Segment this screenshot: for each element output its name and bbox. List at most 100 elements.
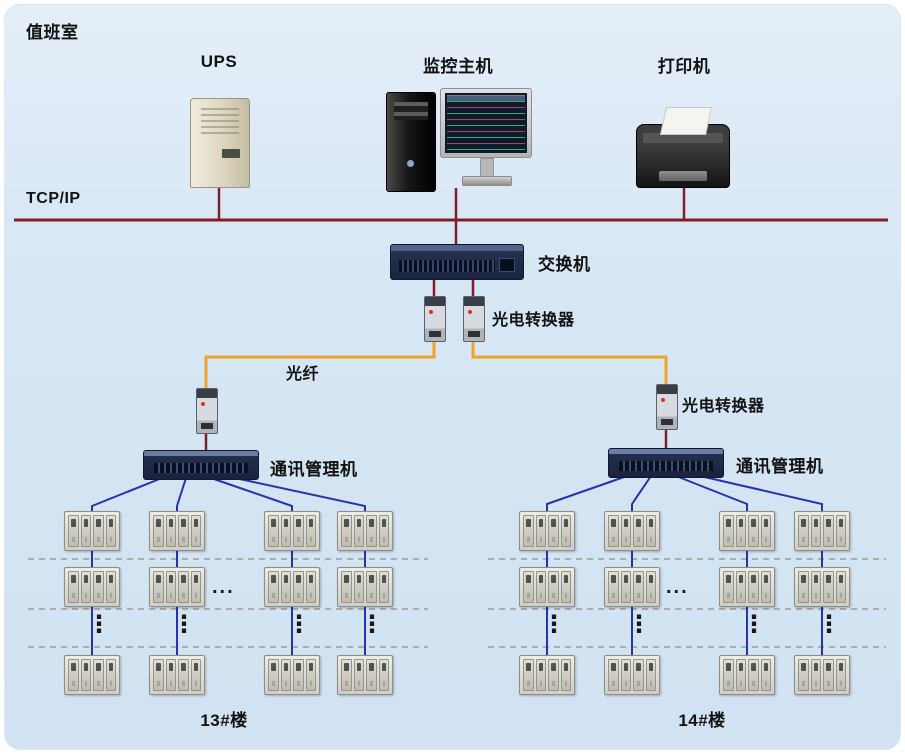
printer-paper [660, 107, 712, 135]
meter-module [105, 571, 116, 603]
meter-module [760, 659, 771, 691]
energy-meter [604, 567, 660, 607]
meter-column-ellipsis: ⋮ [627, 611, 651, 638]
meter-module [293, 571, 304, 603]
building-right-label: 14#楼 [678, 711, 726, 730]
energy-meter [264, 655, 320, 695]
meter-module [748, 571, 759, 603]
media-converter-icon [196, 388, 218, 434]
energy-meter [719, 567, 775, 607]
energy-meter [264, 511, 320, 551]
meter-module [798, 571, 809, 603]
dashed-floor-lines-right [488, 558, 886, 648]
meter-module [835, 571, 846, 603]
meter-module [735, 515, 746, 547]
meter-module [523, 659, 534, 691]
meter-module [93, 515, 104, 547]
meter-column-ellipsis: ⋮ [287, 611, 311, 638]
switch-device [390, 244, 524, 280]
dashed-floor-lines-left [28, 558, 428, 648]
meter-module [165, 659, 176, 691]
meter-module [723, 515, 734, 547]
comm-manager-device [143, 450, 259, 480]
meter-module [620, 515, 631, 547]
meter-module [810, 571, 821, 603]
meter-module [280, 571, 291, 603]
meter-module [305, 515, 316, 547]
meter-module [341, 515, 352, 547]
meter-module [620, 571, 631, 603]
meter-module [560, 571, 571, 603]
meter-module [80, 515, 91, 547]
meter-module [178, 515, 189, 547]
meter-column-ellipsis: ⋮ [817, 611, 841, 638]
meter-module [798, 659, 809, 691]
meter-module [823, 515, 834, 547]
meter-module [608, 659, 619, 691]
manager-right-label: 通讯管理机 [736, 457, 824, 476]
energy-meter [337, 655, 393, 695]
tcpip-label: TCP/IP [26, 190, 81, 207]
meter-module [835, 659, 846, 691]
meter-module [190, 571, 201, 603]
host-screen [445, 93, 527, 153]
meter-module [535, 515, 546, 547]
converter-pair-label: 光电转换器 [492, 312, 575, 329]
meter-module [305, 659, 316, 691]
device-stub-lines [204, 186, 686, 450]
meter-module [560, 659, 571, 691]
energy-meter [64, 655, 120, 695]
room-label: 值班室 [26, 23, 79, 42]
energy-meter [794, 655, 850, 695]
meter-module [378, 659, 389, 691]
printer-device [636, 107, 730, 188]
meter-module [633, 571, 644, 603]
meter-module [548, 515, 559, 547]
fiber-line-right [471, 340, 668, 384]
meter-module [353, 659, 364, 691]
meter-column-ellipsis: ⋮ [172, 611, 196, 638]
energy-meter [519, 567, 575, 607]
meter-module [735, 659, 746, 691]
meter-module [280, 659, 291, 691]
meter-module [535, 659, 546, 691]
meter-module [80, 571, 91, 603]
media-converter-icon [463, 296, 485, 342]
meter-module [190, 515, 201, 547]
switch-label: 交换机 [538, 255, 591, 274]
meter-module [548, 571, 559, 603]
host-label: 监控主机 [423, 57, 493, 76]
meter-module [153, 571, 164, 603]
meter-module [548, 659, 559, 691]
meter-module [341, 659, 352, 691]
meter-module [523, 571, 534, 603]
meter-module [68, 659, 79, 691]
meter-module [68, 571, 79, 603]
meter-module [268, 515, 279, 547]
meter-row-ellipsis: ... [212, 576, 235, 598]
meter-bus-lines-left [91, 477, 366, 676]
fiber-label: 光纤 [286, 366, 320, 383]
manager-left-label: 通讯管理机 [270, 460, 358, 479]
meter-module [378, 515, 389, 547]
energy-meter [719, 655, 775, 695]
energy-meter [519, 655, 575, 695]
energy-meter [149, 655, 205, 695]
energy-meter [719, 511, 775, 551]
meter-module [105, 515, 116, 547]
meter-module [823, 659, 834, 691]
meter-module [105, 659, 116, 691]
meter-module [798, 515, 809, 547]
energy-meter [604, 655, 660, 695]
media-converter-icon [424, 296, 446, 342]
meter-module [93, 659, 104, 691]
energy-meter [794, 567, 850, 607]
comm-manager-device [608, 448, 724, 478]
meter-module [810, 659, 821, 691]
energy-meter [64, 567, 120, 607]
meter-module [353, 515, 364, 547]
meter-module [178, 571, 189, 603]
energy-meter [604, 511, 660, 551]
meter-column-ellipsis: ⋮ [542, 611, 566, 638]
